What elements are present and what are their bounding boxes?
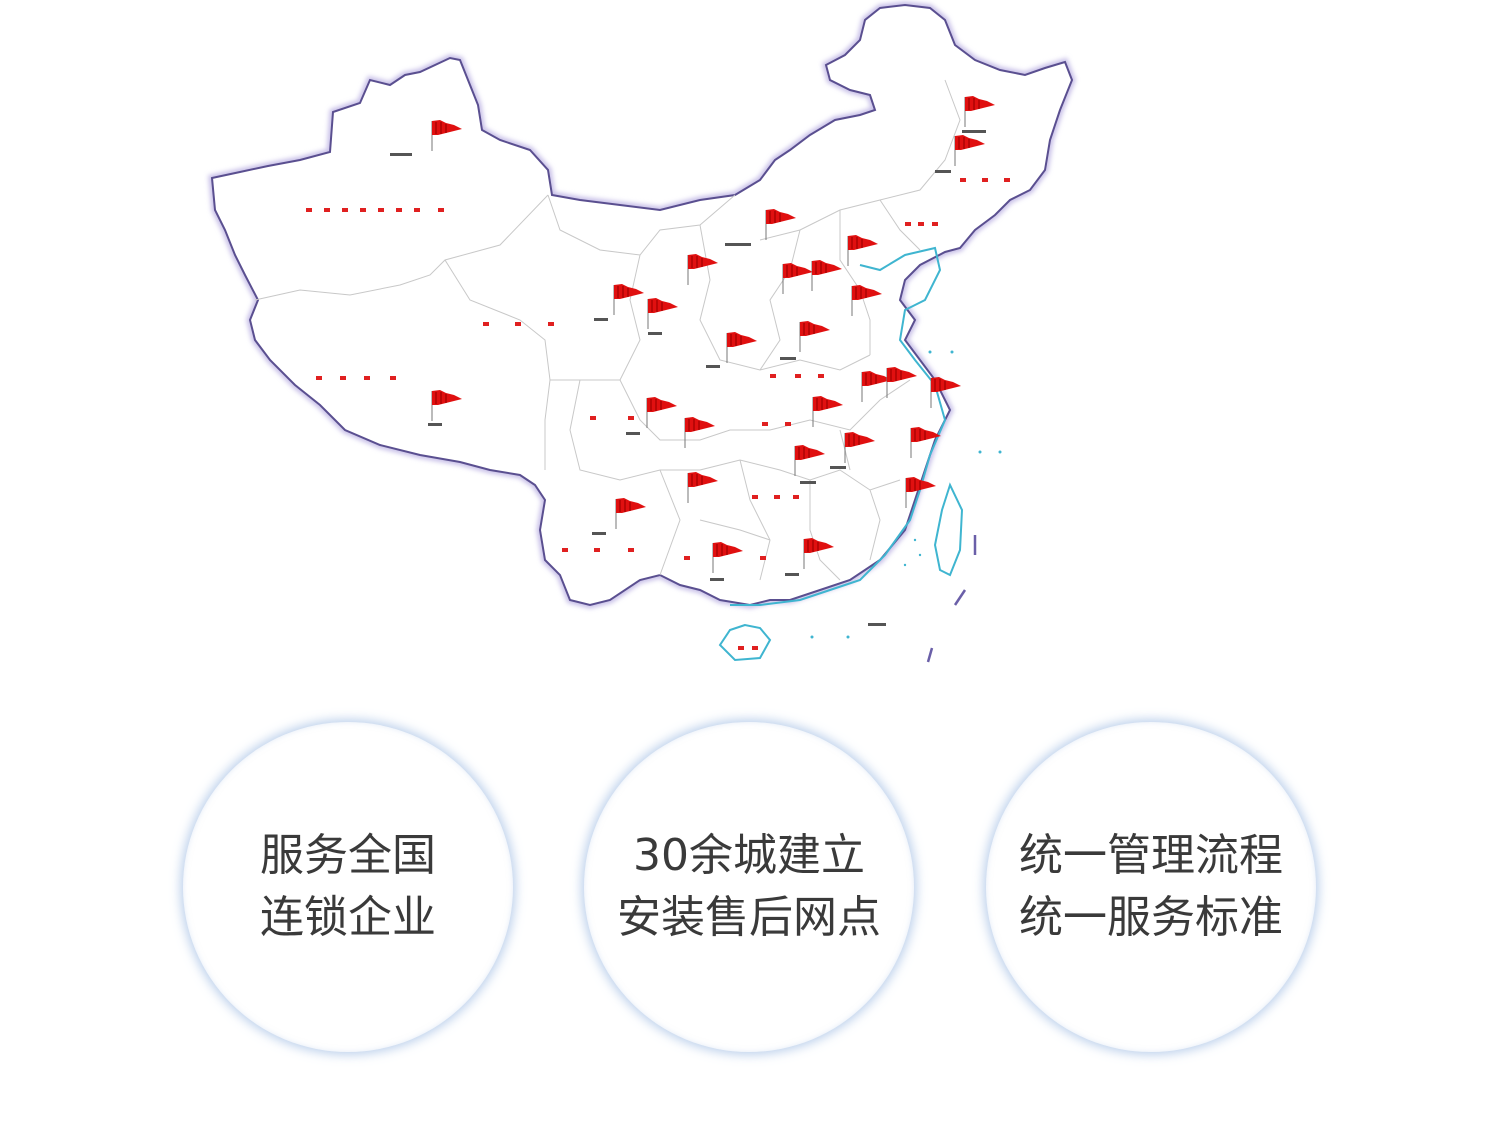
province-label-marks bbox=[306, 178, 1010, 650]
feature-highlights: 服务全国 连锁企业 30余城建立 安装售后网点 统一管理流程 统一服务标准 bbox=[0, 722, 1500, 1062]
feature-circle-nationwide-service: 服务全国 连锁企业 bbox=[183, 722, 513, 1052]
feature-circle-unified-standards: 统一管理流程 统一服务标准 bbox=[986, 722, 1316, 1052]
feature-text-line: 服务全国 bbox=[260, 830, 436, 881]
feature-text-line: 统一管理流程 bbox=[1019, 830, 1283, 881]
china-map bbox=[195, 0, 1085, 680]
coastline bbox=[718, 246, 964, 662]
feature-text-line: 30余城建立 bbox=[633, 830, 865, 881]
feature-text-line: 安装售后网点 bbox=[617, 892, 881, 943]
feature-text-line: 连锁企业 bbox=[260, 892, 436, 943]
sea-boundary-marks bbox=[926, 535, 977, 663]
feature-circle-service-outlets: 30余城建立 安装售后网点 bbox=[584, 722, 914, 1052]
islands bbox=[810, 350, 1002, 639]
national-border bbox=[212, 5, 1072, 605]
feature-text-line: 统一服务标准 bbox=[1019, 892, 1283, 943]
china-map-svg bbox=[195, 0, 1085, 663]
city-label-marks bbox=[390, 130, 986, 626]
